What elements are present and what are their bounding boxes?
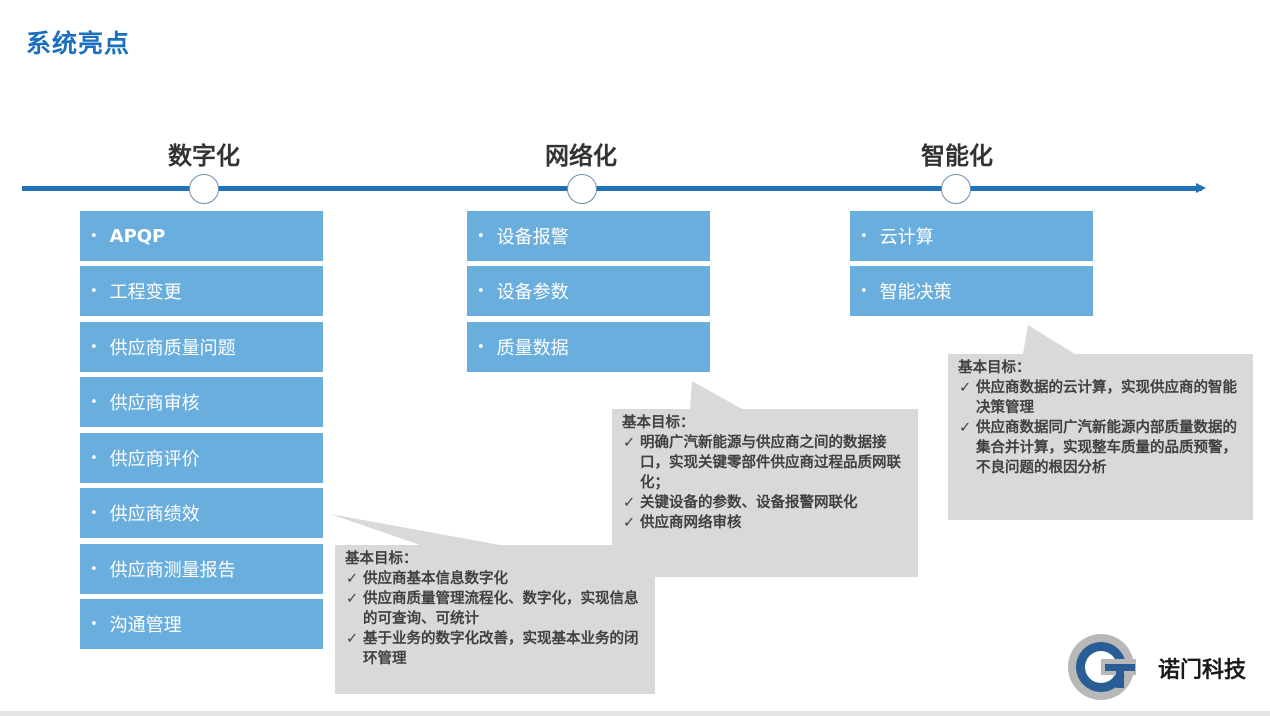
bullet-icon: • [90, 505, 98, 521]
timeline-node-digital [189, 174, 219, 204]
bullet-icon: • [90, 339, 98, 355]
callout-pointer-intelligent [1023, 325, 1075, 354]
goal-callout-intelligent: 基本目标： ✓供应商数据的云计算，实现供应商的智能决策管理 ✓供应商数据同广汽新… [948, 354, 1253, 520]
list-item: •工程变更 [80, 266, 323, 316]
goal-callout-digital: 基本目标： ✓供应商基本信息数字化 ✓供应商质量管理流程化、数字化，实现信息的可… [335, 545, 655, 694]
bullet-icon: • [477, 283, 485, 299]
list-item: •云计算 [850, 211, 1093, 261]
list-item: •智能决策 [850, 266, 1093, 316]
stage-title-digital: 数字化 [168, 142, 240, 170]
check-icon: ✓ [959, 380, 972, 396]
company-name: 诺门科技 [1158, 658, 1247, 683]
goal-item: ✓关键设备的参数、设备报警网联化 [623, 495, 858, 511]
goal-item: ✓供应商质量管理流程化、数字化，实现信息的可查询、可统计 [346, 591, 639, 627]
check-icon: ✓ [623, 435, 636, 451]
gt-logo-icon [1068, 634, 1136, 700]
list-item: •质量数据 [467, 322, 710, 372]
list-item: •沟通管理 [80, 599, 323, 649]
goal-item: ✓供应商网络审核 [623, 515, 742, 531]
list-item: •设备报警 [467, 211, 710, 261]
bullet-icon: • [90, 450, 98, 466]
list-item: •供应商审核 [80, 377, 323, 427]
goal-item: ✓供应商数据同广汽新能源内部质量数据的集合并计算，实现整车质量的品质预警，不良问… [959, 420, 1237, 476]
bullet-icon: • [860, 283, 868, 299]
check-icon: ✓ [623, 515, 636, 531]
goal-heading: 基本目标： [345, 551, 418, 567]
list-item: •APQP [80, 211, 323, 261]
goal-item: ✓基于业务的数字化改善，实现基本业务的闭环管理 [346, 631, 639, 667]
bullet-icon: • [90, 283, 98, 299]
check-icon: ✓ [623, 495, 636, 511]
bullet-icon: • [90, 561, 98, 577]
check-icon: ✓ [346, 591, 359, 607]
goal-item: ✓供应商数据的云计算，实现供应商的智能决策管理 [959, 380, 1237, 416]
list-item: •供应商质量问题 [80, 322, 323, 372]
bullet-icon: • [90, 616, 98, 632]
callout-pointer-network [690, 381, 742, 409]
bottom-rule [0, 711, 1270, 716]
goal-heading: 基本目标： [958, 360, 1031, 376]
timeline-arrow-icon [1196, 183, 1206, 193]
list-item: •供应商评价 [80, 433, 323, 483]
bullet-icon: • [477, 228, 485, 244]
goal-callout-network: 基本目标： ✓明确广汽新能源与供应商之间的数据接口，实现关键零部件供应商过程品质… [612, 409, 918, 577]
page-title: 系统亮点 [26, 29, 131, 58]
timeline-node-network [567, 174, 597, 204]
check-icon: ✓ [346, 571, 359, 587]
list-item: •供应商测量报告 [80, 544, 323, 594]
bullet-icon: • [90, 228, 98, 244]
stage-title-network: 网络化 [545, 142, 617, 170]
timeline-node-intelligent [941, 174, 971, 204]
check-icon: ✓ [346, 631, 359, 647]
bullet-icon: • [860, 228, 868, 244]
bullet-icon: • [90, 394, 98, 410]
bullet-icon: • [477, 339, 485, 355]
stage-title-intelligent: 智能化 [921, 142, 993, 170]
goal-heading: 基本目标： [622, 415, 695, 431]
goal-item: ✓供应商基本信息数字化 [346, 571, 508, 587]
goal-item: ✓明确广汽新能源与供应商之间的数据接口，实现关键零部件供应商过程品质网联化； [623, 435, 901, 491]
timeline-line [22, 186, 1202, 191]
callout-pointer-digital [330, 514, 500, 545]
list-item: •供应商绩效 [80, 488, 323, 538]
check-icon: ✓ [959, 420, 972, 436]
list-item: •设备参数 [467, 266, 710, 316]
